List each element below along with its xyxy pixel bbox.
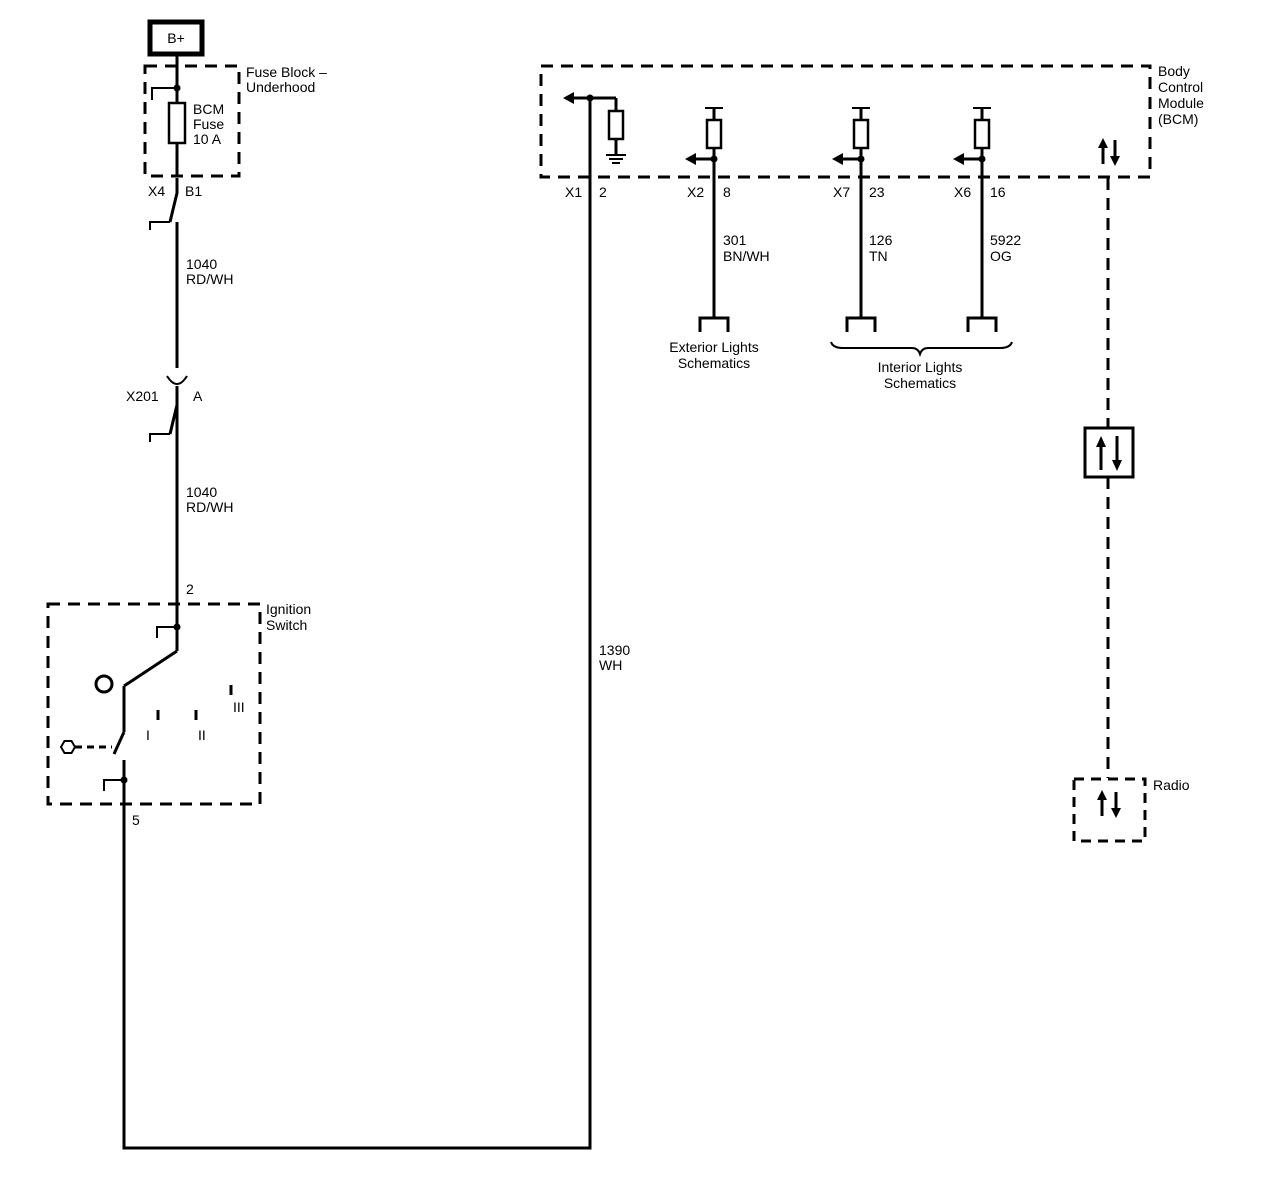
fuse-block-title-2: Underhood [246,79,315,95]
bcm-title-3: Module [1158,95,1204,111]
ignition-pin-out-label: 5 [132,812,140,828]
switch-actuator-icon [59,740,77,754]
ignition-pin-in-label: 2 [186,581,194,597]
wire-5922-color: OG [990,248,1012,264]
ignition-pos-1: I [146,727,150,743]
wire-126-circuit: 126 [869,232,893,248]
fuse-block-outline [143,64,241,178]
wire-126-color: TN [869,248,888,264]
bcm-x1-connector: X1 [565,184,582,200]
ignition-switch: 2 Ignition Switch I II III [46,581,311,806]
bcm-title-1: Body [1158,63,1190,79]
bcm-input-x1 [563,92,626,164]
exterior-lights-line2: Schematics [678,355,750,371]
ignition-pos-2: II [198,727,206,743]
bcm-x7-pin: 23 [869,184,885,200]
fuse-label-2: Fuse [193,116,224,132]
bcm-outline [539,64,1152,179]
bcm-x2-pin: 8 [723,184,731,200]
wire-301-circuit: 301 [723,232,747,248]
connector-x201-symbol [149,375,188,628]
wire-1390-color: WH [599,657,622,673]
ignition-title-2: Switch [266,617,307,633]
radio-label: Radio [1153,777,1190,793]
bcm-x2-connector: X2 [687,184,704,200]
serial-data-arrows-icon [1096,436,1122,471]
radio-serial-data-icon [1097,790,1121,818]
interior-lights-brace [830,341,1013,358]
bcm-output-x6 [953,107,991,318]
power-source: B+ [147,19,205,57]
switch-pivot-icon [94,674,114,694]
wire-1040-a-circuit: 1040 [186,256,217,272]
wire-1040-b-color: RD/WH [186,499,233,515]
bcm-x7-connector: X7 [833,184,850,200]
exterior-lights-reference: Exterior Lights Schematics [669,316,759,371]
ignition-pos-3: III [233,699,245,715]
exterior-lights-line1: Exterior Lights [669,339,758,355]
bcm-x6-connector: X6 [954,184,971,200]
fuse-connector-label: X4 [148,183,165,199]
fuse-label-3: 10 A [193,131,222,147]
x201-label: X201 [126,388,159,404]
fuse-label-1: BCM [193,101,224,117]
wire-5922-circuit: 5922 [990,232,1021,248]
bcm-fuse-symbol [167,101,187,145]
interior-lights-line1: Interior Lights [878,359,963,375]
fuse-block: Fuse Block – Underhood BCM Fuse 10 A [143,56,327,178]
x201-pin-label: A [193,388,203,404]
bcm-output-x7 [832,107,870,318]
wire-1390 [122,98,592,1150]
connector-x4-symbol [149,178,179,368]
serial-data-link [1083,178,1135,778]
bcm-output-x2 [685,107,723,318]
bcm-title-4: (BCM) [1158,111,1198,127]
power-label: B+ [167,30,185,46]
ignition-title-1: Ignition [266,601,311,617]
serial-data-box [1083,426,1135,479]
radio-module: Radio [1072,777,1190,843]
ignition-switch-outline [46,602,262,806]
wire-1040-a-color: RD/WH [186,271,233,287]
fuse-block-title-1: Fuse Block – [246,64,327,80]
bcm-title-2: Control [1158,79,1203,95]
bcm-x1-pin: 2 [599,184,607,200]
bcm-serial-data-icon [1098,138,1120,166]
body-control-module: Body Control Module (BCM) [539,63,1204,318]
interior-lights-reference: Interior Lights Schematics [830,316,1013,391]
wire-1390-circuit: 1390 [599,642,630,658]
fuse-pin-label: B1 [185,183,202,199]
ground-icon [606,154,626,164]
radio-outline [1072,777,1147,843]
bcm-x6-pin: 16 [990,184,1006,200]
wire-1040-b-circuit: 1040 [186,484,217,500]
interior-lights-line2: Schematics [884,375,956,391]
wire-301-color: BN/WH [723,248,770,264]
